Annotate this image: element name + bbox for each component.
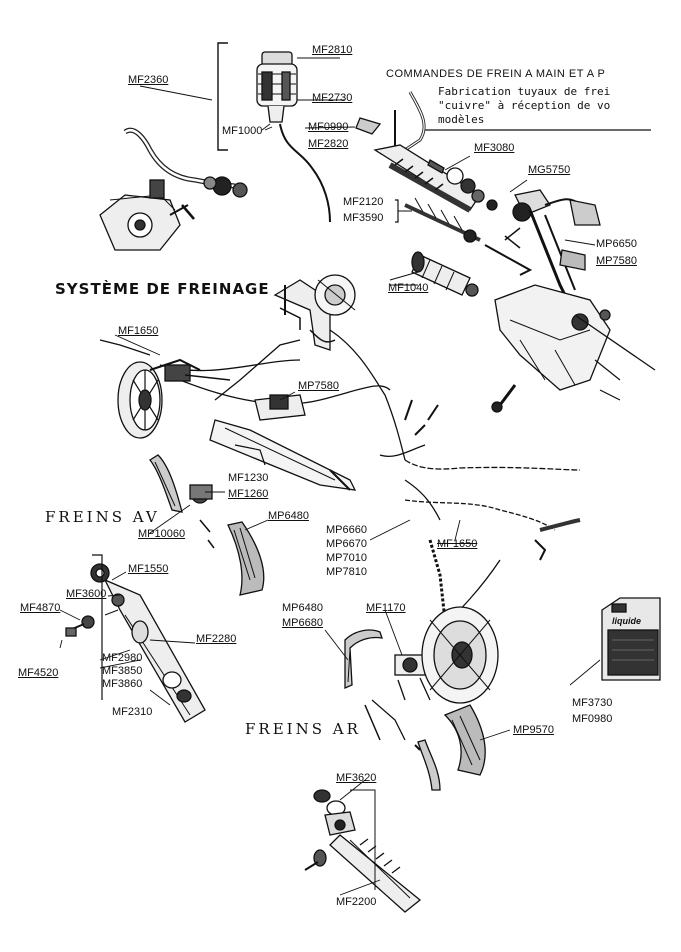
- front-brake-drum-part: [117, 358, 231, 439]
- part-label-mf2360: MF2360: [128, 74, 169, 86]
- hose-assembly-part: [99, 127, 248, 251]
- part-label-mf1550: MF1550: [128, 563, 169, 575]
- part-label-mf3860: MF3860: [102, 678, 143, 690]
- master-cylinder-part: [373, 144, 498, 213]
- part-label-mp7810: MP7810: [326, 566, 367, 578]
- part-label-mp7580-b: MP7580: [298, 380, 339, 392]
- part-label-mf2820: MF2820: [308, 138, 349, 150]
- commandes-heading: COMMANDES DE FREIN A MAIN ET A P: [386, 68, 606, 80]
- part-label-mp6480-a: MP6480: [268, 510, 309, 522]
- part-label-mf3080: MF3080: [474, 142, 515, 154]
- reservoir-part: [256, 51, 298, 123]
- part-label-mp9570: MP9570: [513, 724, 554, 736]
- part-label-mf0990: MF0990: [308, 121, 349, 133]
- part-label-mf3850: MF3850: [102, 665, 143, 677]
- part-label-mf1040: MF1040: [388, 282, 429, 294]
- part-label-mf3590: MF3590: [343, 212, 384, 224]
- rear-backing-plate-part: [421, 606, 499, 704]
- part-label-mf1260: MF1260: [228, 488, 269, 500]
- part-label-mp6650: MP6650: [596, 238, 637, 250]
- brake-lining-part: [227, 521, 265, 596]
- part-label-mf3730: MF3730: [572, 697, 613, 709]
- part-label-mp6680: MP6680: [282, 617, 323, 629]
- rear-lining-part: [417, 704, 486, 791]
- part-label-mf1650-a: MF1650: [118, 325, 159, 337]
- brake-fluid-can-part: [601, 597, 661, 681]
- central-pedal-part: [273, 274, 356, 351]
- freins-ar-heading: FREINS AR: [245, 720, 361, 738]
- rear-wheel-cylinder-part: [394, 654, 431, 701]
- front-brake-shoe-part: [149, 454, 213, 513]
- part-label-mf2730: MF2730: [312, 92, 353, 104]
- part-label-mp6480-b: MP6480: [282, 602, 323, 614]
- pedal-assembly-part: [484, 189, 656, 413]
- part-label-mf2200: MF2200: [336, 896, 377, 908]
- part-label-mf1000: MF1000: [222, 125, 263, 137]
- systeme-de-freinage-title: SYSTÈME DE FREINAGE: [55, 280, 270, 298]
- front-wheel-cylinder-part: [65, 563, 206, 723]
- note-line-2: "cuivre" à réception de vo: [438, 99, 611, 112]
- freins-av-heading: FREINS AV: [45, 508, 160, 526]
- part-label-mf3620: MF3620: [336, 772, 377, 784]
- part-label-mf2310: MF2310: [112, 706, 153, 718]
- part-label-mf2120: MF2120: [343, 196, 384, 208]
- part-label-mf2280: MF2280: [196, 633, 237, 645]
- part-label-mp6670: MP6670: [326, 538, 367, 550]
- part-label-mf2810: MF2810: [312, 44, 353, 56]
- part-label-mf0980: MF0980: [572, 713, 613, 725]
- note-line-1: Fabrication tuyaux de frei: [438, 85, 611, 98]
- part-label-mg5750: MG5750: [528, 164, 571, 176]
- part-label-mf4870: MF4870: [20, 602, 61, 614]
- part-label-mp7010: MP7010: [326, 552, 367, 564]
- fluid-can-brand-text: liquide: [612, 616, 641, 626]
- part-label-mp10060: MP10060: [138, 528, 186, 540]
- note-line-3: modèles: [438, 113, 485, 126]
- part-label-mf2980: MF2980: [102, 652, 143, 664]
- part-label-mf1650-b: MF1650: [437, 538, 478, 550]
- slave-cylinder-part: [411, 251, 479, 297]
- rear-cylinder-exploded-part: [304, 789, 422, 913]
- part-label-mf4520: MF4520: [18, 667, 59, 679]
- part-label-mp6660: MP6660: [326, 524, 367, 536]
- part-label-mf3600: MF3600: [66, 588, 107, 600]
- part-label-mf1230: MF1230: [228, 472, 269, 484]
- part-label-mf1170: MF1170: [366, 602, 406, 614]
- rear-brake-shoe-part: [344, 629, 421, 751]
- part-label-mp7580-a: MP7580: [596, 255, 637, 267]
